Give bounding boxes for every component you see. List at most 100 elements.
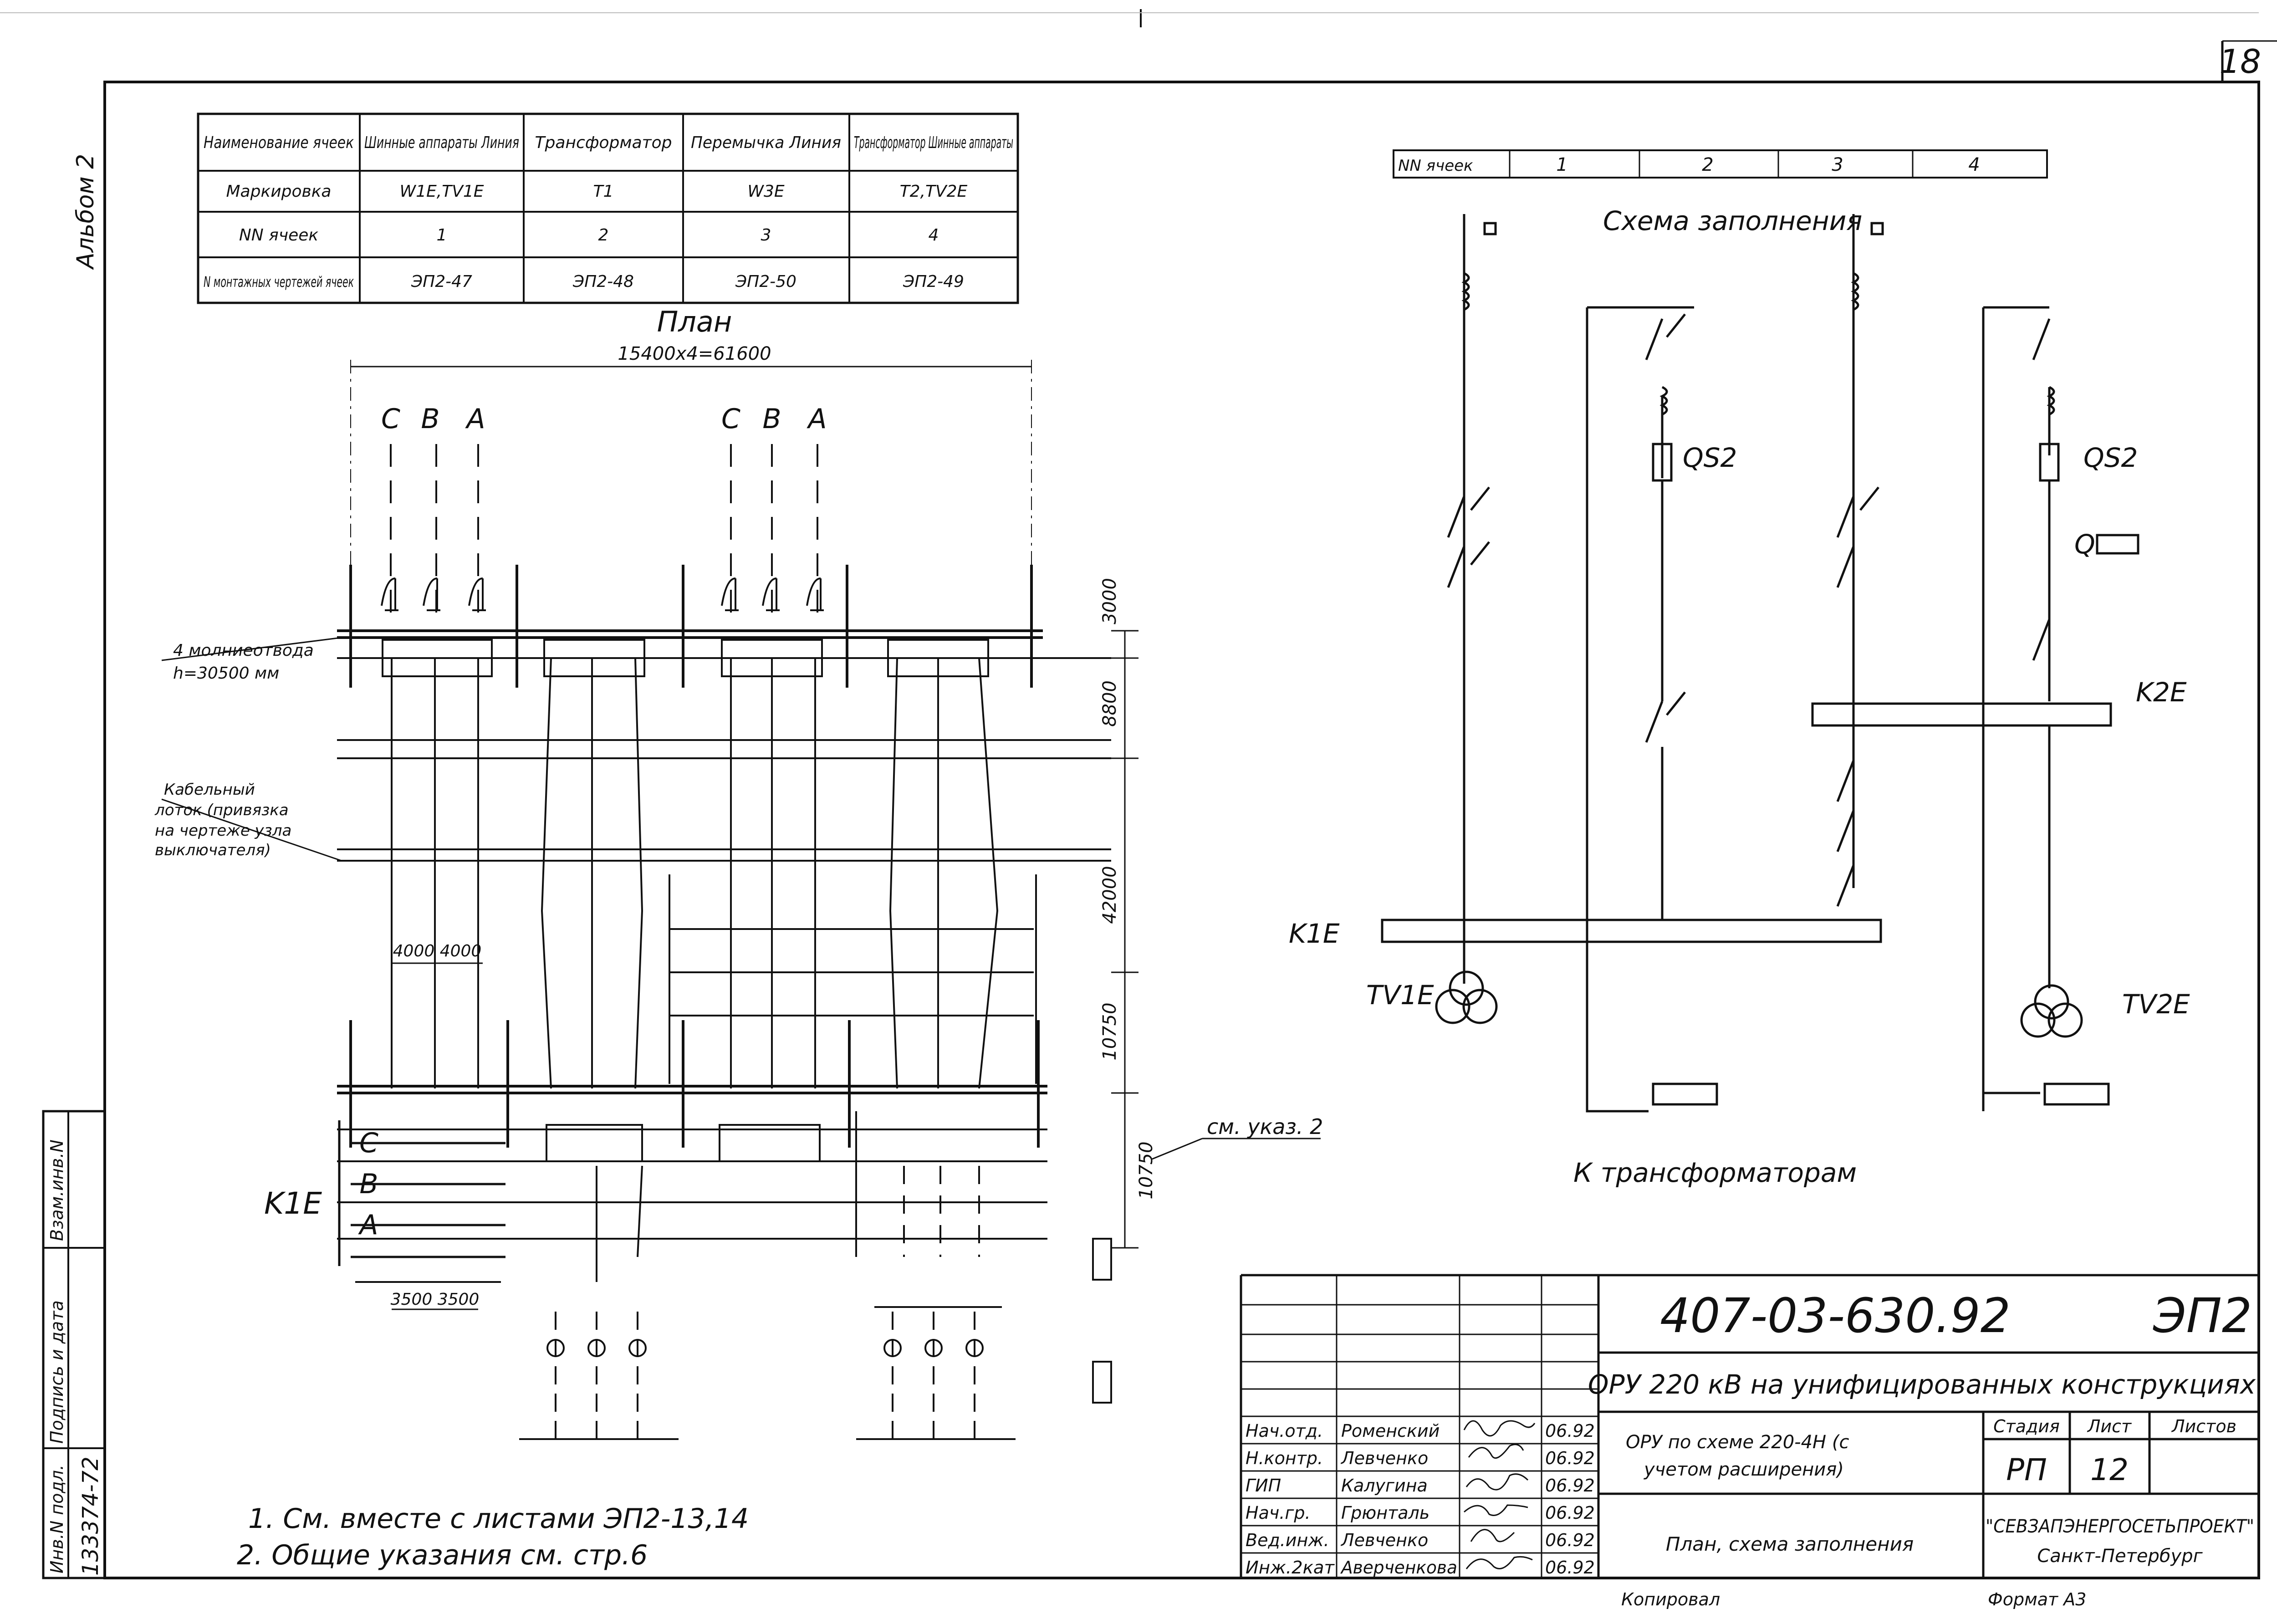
plan-bus-label: K1E bbox=[264, 1186, 322, 1221]
stamp-replace-inv: Взам.инв.N bbox=[47, 1139, 67, 1241]
signer-role-5: Инж.2кат bbox=[1246, 1558, 1335, 1578]
notes: 1. См. вместе с листами ЭП2-13,14 2. Общ… bbox=[237, 1503, 749, 1571]
drawing-name: План, схема заполнения bbox=[1666, 1533, 1914, 1555]
signer-role-2: ГИП bbox=[1246, 1476, 1281, 1496]
plan-bus-phase-a: A bbox=[357, 1209, 378, 1241]
table-cell-r1c3: 3 bbox=[761, 226, 771, 245]
table-cell-r2c1: ЭП2-47 bbox=[411, 272, 472, 291]
description-1: ОРУ по схеме 220-4Н (с bbox=[1626, 1432, 1849, 1453]
fill-scheme: NN ячеек 1 2 3 4 Схема заполнения bbox=[1289, 149, 2190, 1188]
stage-label: Стадия bbox=[1993, 1416, 2060, 1436]
plan-phase-left-c: C bbox=[381, 403, 400, 435]
signer-role-3: Нач.гр. bbox=[1246, 1503, 1311, 1523]
signer-name-3: Грюнталь bbox=[1341, 1503, 1430, 1523]
table-cell-r2c3: ЭП2-50 bbox=[735, 272, 796, 291]
doc-section: ЭП2 bbox=[2153, 1288, 2252, 1343]
table-cell-r1c4: 4 bbox=[929, 226, 939, 245]
cable-note-3: на чертеже узла bbox=[155, 822, 291, 840]
copied-by: Копировал bbox=[1621, 1589, 1720, 1609]
scheme-cell-3: 3 bbox=[1832, 154, 1843, 175]
label-to-transformers: К трансформаторам bbox=[1573, 1157, 1857, 1188]
title-block: 407-03-630.92 ЭП2 ОРУ 220 кВ на унифицир… bbox=[1240, 1274, 2259, 1578]
stage-value: РП bbox=[2006, 1452, 2047, 1487]
scheme-cell-2: 2 bbox=[1702, 154, 1713, 175]
city: Санкт-Петербург bbox=[2037, 1546, 2203, 1567]
label-q: Q bbox=[2074, 529, 2095, 560]
table-cell-r1c0: NN ячеек bbox=[239, 226, 319, 245]
table-header-2: Трансформатор bbox=[535, 133, 672, 152]
plan-drawing: План 15400x4=61600 C B A C B A bbox=[154, 305, 1323, 1448]
scheme-cell-4: 4 bbox=[1968, 154, 1980, 175]
signer-date-4: 06.92 bbox=[1545, 1530, 1595, 1550]
label-k1e: K1E bbox=[1289, 918, 1340, 949]
table-cell-r2c2: ЭП2-48 bbox=[572, 272, 634, 291]
plan-phase-right-c: C bbox=[721, 403, 740, 435]
signer-date-0: 06.92 bbox=[1545, 1421, 1595, 1441]
album-label: Альбом 2 bbox=[72, 154, 99, 270]
sheet-label: Лист bbox=[2087, 1416, 2132, 1436]
table-cell-r1c2: 2 bbox=[598, 226, 609, 245]
label-tv1e: TV1E bbox=[1366, 980, 1434, 1011]
table-cell-r0c1: W1E,TV1E bbox=[400, 182, 484, 201]
table-cell-r1c1: 1 bbox=[437, 226, 447, 245]
dim-4000: 4000 4000 bbox=[393, 942, 482, 960]
table-cell-r0c3: W3E bbox=[747, 182, 785, 201]
signer-role-4: Вед.инж. bbox=[1246, 1530, 1329, 1550]
signer-name-4: Левченко bbox=[1340, 1530, 1428, 1550]
scheme-header-label: NN ячеек bbox=[1398, 157, 1473, 175]
table-cell-r2c0: N монтажных чертежей ячеек bbox=[204, 273, 354, 291]
see-note-2: см. указ. 2 bbox=[1207, 1114, 1323, 1139]
signer-name-0: Роменский bbox=[1341, 1421, 1440, 1441]
signer-date-2: 06.92 bbox=[1545, 1476, 1595, 1496]
table-header-0: Наименование ячеек bbox=[204, 133, 354, 152]
signer-role-1: Н.контр. bbox=[1246, 1448, 1323, 1468]
dim-10750-b: 10750 bbox=[1136, 1141, 1157, 1199]
signer-date-1: 06.92 bbox=[1545, 1448, 1595, 1468]
dim-3500: 3500 3500 bbox=[391, 1290, 480, 1309]
signer-role-0: Нач.отд. bbox=[1246, 1421, 1323, 1441]
description-2: учетом расширения) bbox=[1644, 1459, 1844, 1480]
dim-3000: 3000 bbox=[1099, 578, 1120, 624]
label-k2e: K2E bbox=[2136, 677, 2187, 708]
stamp-inv-orig: Инв.N подл. bbox=[47, 1465, 67, 1573]
signer-name-5: Аверченкова bbox=[1340, 1558, 1457, 1578]
cable-note-1: Кабельный bbox=[164, 781, 255, 799]
organization: "СЕВЗАПЭНЕРГОСЕТЬПРОЕКТ" bbox=[1986, 1516, 2254, 1537]
table-cell-r0c0: Маркировка bbox=[226, 182, 331, 201]
label-tv2e: TV2E bbox=[2122, 989, 2190, 1020]
sheet-value: 12 bbox=[2090, 1452, 2129, 1487]
format: Формат А3 bbox=[1988, 1589, 2086, 1609]
scheme-cell-1: 1 bbox=[1556, 154, 1567, 175]
signer-name-1: Левченко bbox=[1340, 1448, 1428, 1468]
plan-phase-left-b: B bbox=[421, 403, 439, 435]
stamp-sign-date: Подпись и дата bbox=[47, 1300, 67, 1444]
plan-phase-right-a: A bbox=[806, 403, 827, 435]
doc-code: 407-03-630.92 bbox=[1660, 1288, 2011, 1343]
table-header-1: Шинные аппараты Линия bbox=[364, 133, 519, 152]
plan-phase-right-b: B bbox=[762, 403, 781, 435]
plan-phase-left-a: A bbox=[465, 403, 485, 435]
signatures bbox=[1463, 1420, 1536, 1569]
cable-note-4: выключателя) bbox=[155, 841, 271, 859]
signer-date-3: 06.92 bbox=[1545, 1503, 1595, 1523]
label-qs2-b: QS2 bbox=[2083, 442, 2138, 473]
dim-42000: 42000 bbox=[1099, 866, 1120, 924]
project-title: ОРУ 220 кВ на унифицированных конструкци… bbox=[1588, 1369, 2256, 1400]
plan-overall-dim: 15400x4=61600 bbox=[618, 343, 771, 364]
dim-8800: 8800 bbox=[1099, 680, 1120, 727]
dim-10750-a: 10750 bbox=[1099, 1002, 1120, 1060]
table-cell-r0c2: T1 bbox=[593, 182, 614, 201]
plan-title: План bbox=[657, 305, 732, 338]
label-qs2-a: QS2 bbox=[1683, 442, 1737, 473]
side-stamp: Взам.инв.N Подпись и дата Инв.N подл. 13… bbox=[42, 1110, 106, 1579]
scheme-title: Схема заполнения bbox=[1603, 205, 1862, 236]
signer-name-2: Калугина bbox=[1341, 1476, 1428, 1496]
stamp-inv-number: 133374-72 bbox=[78, 1456, 103, 1576]
sheets-label: Листов bbox=[2171, 1416, 2236, 1436]
plan-bus-phase-c: C bbox=[359, 1127, 378, 1159]
table-cell-r2c4: ЭП2-49 bbox=[903, 272, 964, 291]
note-2: 2. Общие указания см. стр.6 bbox=[237, 1539, 648, 1571]
frame bbox=[0, 9, 2277, 1579]
page-number: 18 bbox=[2219, 42, 2261, 81]
